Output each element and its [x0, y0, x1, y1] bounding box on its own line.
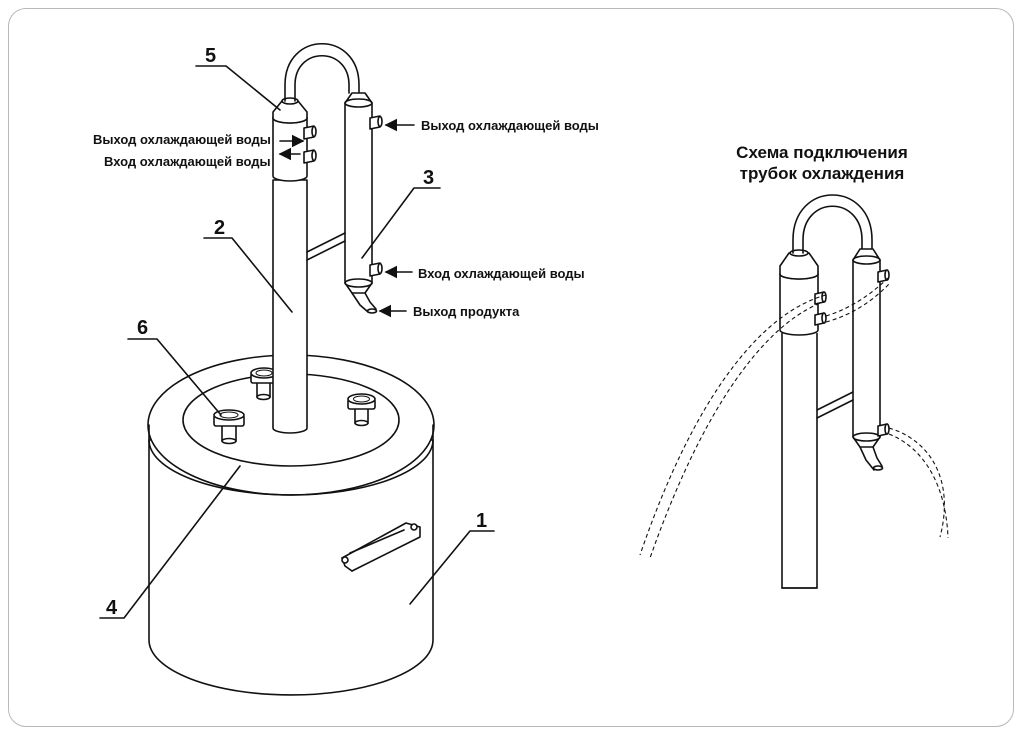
clamp-back — [250, 367, 278, 401]
drawing-frame — [8, 8, 1014, 727]
callout-3: 3 — [361, 167, 441, 259]
callout-1: 1 — [409, 510, 495, 605]
label-dephleg-water-out: Выход охлаждающей воды — [93, 132, 271, 147]
schema-bracket — [816, 391, 854, 411]
schema-cooler — [852, 248, 890, 471]
clamp-right — [347, 393, 376, 427]
svg-text:4: 4 — [106, 597, 118, 619]
callout-4: 4 — [99, 465, 241, 619]
callout-2: 2 — [203, 217, 293, 313]
label-cooler-water-out: Выход охлаждающей воды — [421, 118, 599, 133]
svg-text:3: 3 — [423, 167, 434, 189]
bracket — [306, 232, 346, 253]
schema-title-line1: Схема подключения — [736, 143, 908, 162]
svg-text:6: 6 — [137, 317, 148, 339]
tank-handle — [341, 522, 421, 572]
callout-6: 6 — [127, 317, 222, 416]
callout-5: 5 — [195, 45, 281, 111]
svg-text:5: 5 — [205, 45, 216, 67]
clamp-left — [213, 409, 245, 445]
label-cooler-water-in: Вход охлаждающей воды — [418, 266, 585, 281]
schema-vapor-tube — [792, 194, 873, 254]
svg-text:2: 2 — [214, 217, 225, 239]
column — [272, 179, 308, 434]
schema-column — [779, 249, 827, 589]
schema-hoses — [639, 277, 949, 559]
arrows — [278, 118, 415, 318]
vapor-tube — [284, 42, 360, 102]
label-dephleg-water-in: Вход охлаждающей воды — [104, 154, 271, 169]
label-product-out: Выход продукта — [413, 304, 520, 319]
svg-text:1: 1 — [476, 510, 487, 532]
schema-title-line2: трубок охлаждения — [740, 164, 905, 183]
cooler — [344, 92, 383, 314]
